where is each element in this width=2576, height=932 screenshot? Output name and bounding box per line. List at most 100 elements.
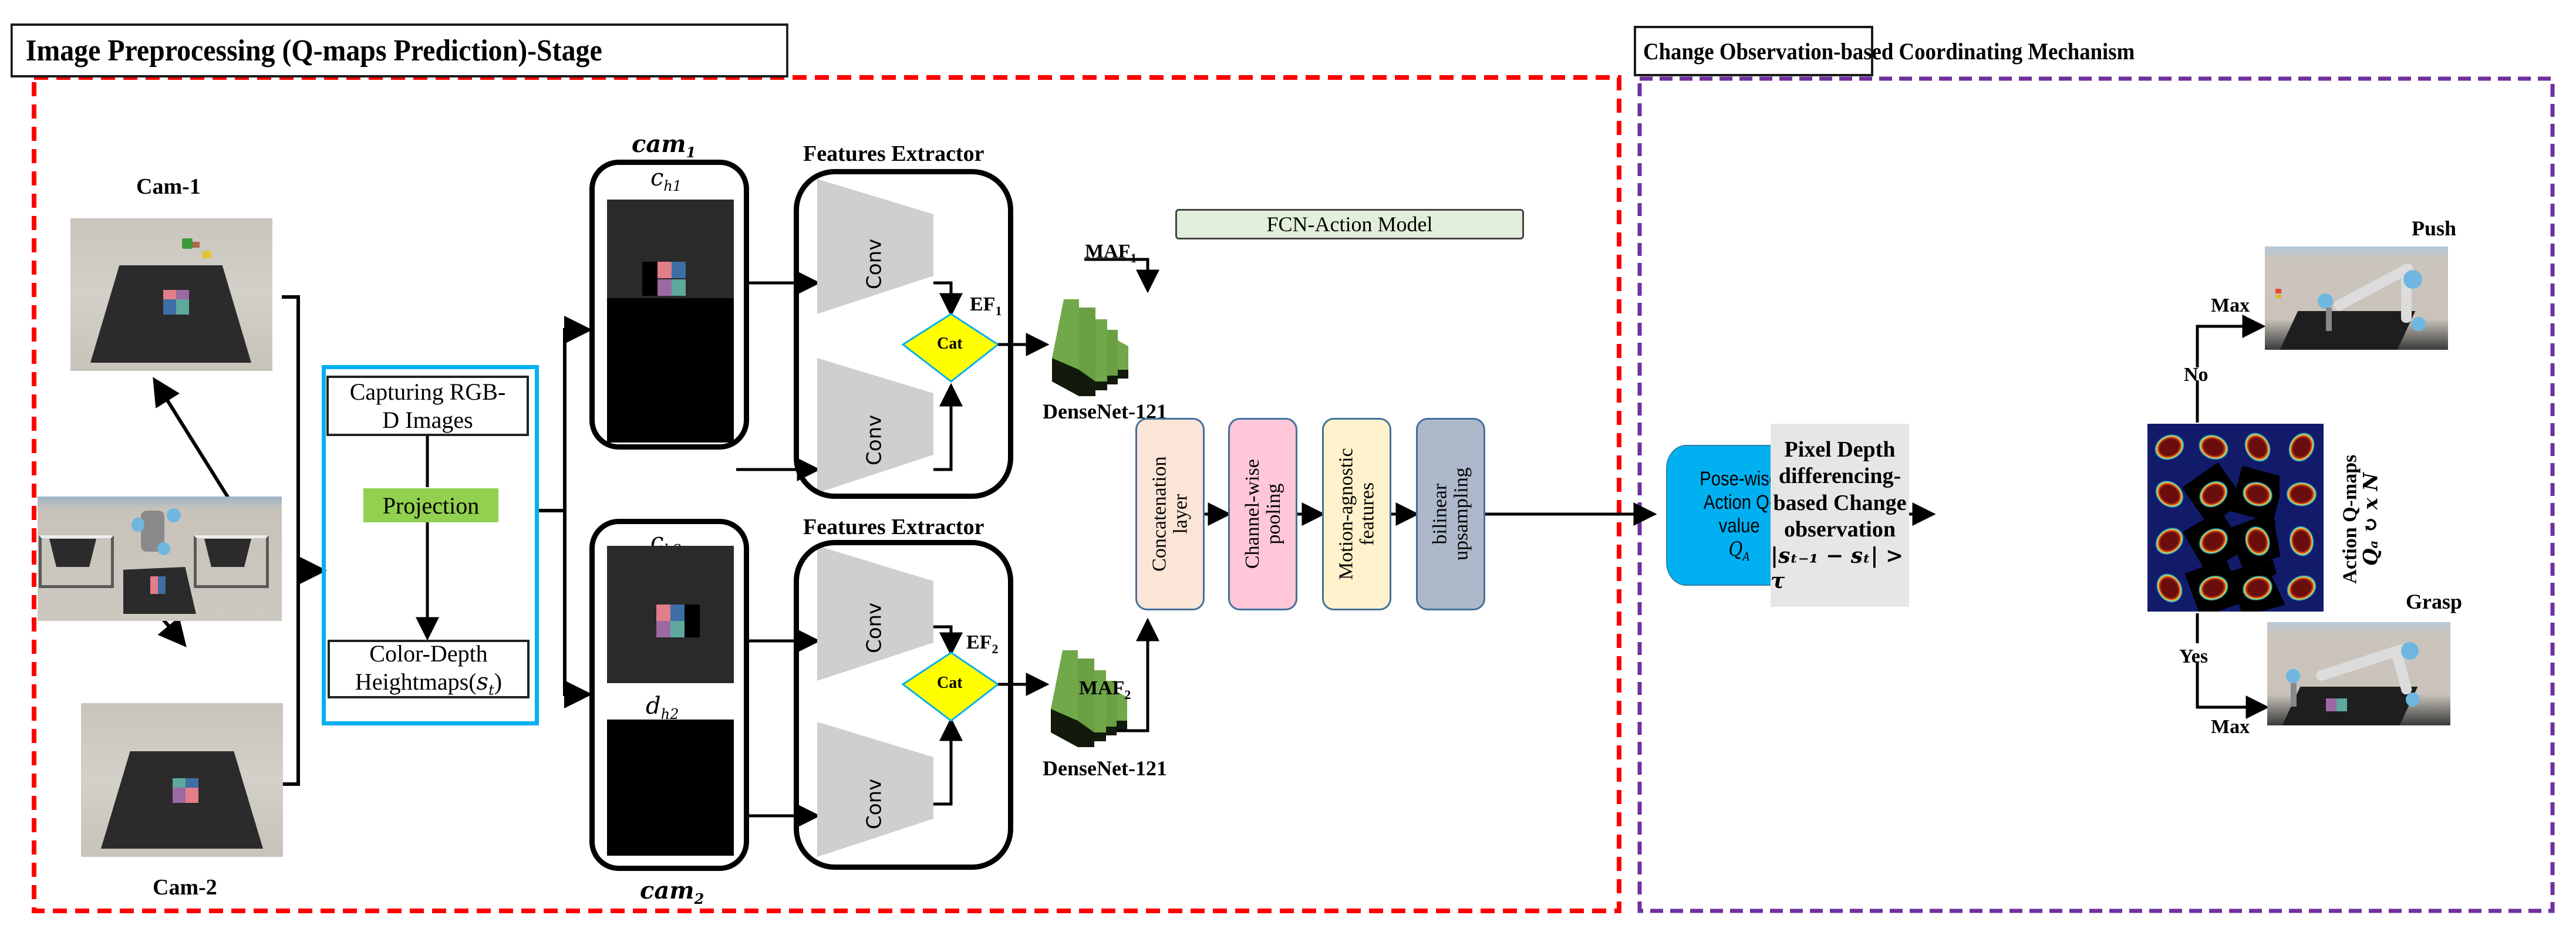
heightmaps-text: Heightmaps( (355, 668, 477, 695)
connector-cam2 (282, 570, 300, 786)
connector-to-cam1-group (563, 316, 592, 511)
densenet-2-label: DenseNet-121 (1043, 757, 1167, 780)
conv-2b-label: Conv (857, 769, 892, 839)
change-observation-box: Pixel Depth differencing- based Change o… (1771, 424, 1909, 607)
arrow-conv2a-cat (933, 625, 963, 656)
densenet-2-icon (1051, 650, 1127, 747)
qvalue-line-2: Action Q- (1703, 491, 1775, 514)
ch1-label: ch1 (650, 164, 682, 194)
conv-block-2a (817, 546, 933, 681)
change-line-1: Pixel Depth (1784, 437, 1896, 462)
stage-title-coordinating: Change Observation-based Coordinating Me… (1634, 26, 2135, 76)
heightmaps-line-2: Heightmaps(st) (355, 668, 502, 699)
push-robot-image (2265, 246, 2448, 350)
cam2-group-sub: 2 (694, 890, 704, 907)
maf2-sub: 2 (1124, 687, 1131, 702)
change-line-4: observation (1784, 517, 1896, 542)
maf1-sub: 1 (1130, 250, 1137, 265)
grasp-label: Grasp (2406, 590, 2463, 613)
capture-line-2: D Images (382, 406, 473, 433)
conv-1a-text: Conv (862, 238, 886, 290)
maf2-text: MAF (1079, 677, 1125, 699)
heightmaps-var: s (476, 668, 489, 695)
ef1-label: EF1 (970, 293, 1002, 319)
push-label: Push (2412, 217, 2457, 240)
features-extractor-1-box (794, 169, 1013, 499)
cat-1-label: Cat (937, 335, 963, 353)
max-top-label: Max (2211, 295, 2250, 316)
features-extractor-2-title: Features Extractor (803, 515, 984, 539)
conv-1b-text: Conv (862, 414, 886, 466)
connector-to-cam2-group (563, 511, 592, 708)
capture-rgbd-box: Capturing RGB- D Images (326, 376, 529, 436)
qvalue-line-3: value (1718, 514, 1760, 537)
maf2-label: MAF2 (1079, 677, 1131, 703)
connector-cam1 (282, 295, 300, 570)
cam1-group-name: cam (632, 130, 686, 158)
conv-block-1a (817, 179, 933, 314)
qvalue-q: Q (1728, 537, 1743, 561)
arrow-maf1-concat (1084, 258, 1159, 293)
upsampling-line-1: bilinear (1429, 484, 1451, 545)
upsampling-line-2: upsampling (1450, 467, 1472, 561)
heightmaps-sub: t (488, 681, 494, 698)
fcn-title: FCN-Action Model (1266, 212, 1433, 236)
conv-2b-text: Conv (862, 778, 886, 830)
arrow-conv1a-cat (933, 281, 963, 317)
concat-line-2: layer (1169, 494, 1192, 534)
cam2-group-name: cam (640, 877, 694, 904)
change-line-2: differencing- (1778, 464, 1901, 489)
ef1-text: EF (970, 293, 996, 315)
conv-1b-label: Conv (857, 405, 892, 475)
features-extractor-2-box (794, 540, 1013, 870)
conv-block-1b (817, 358, 933, 493)
arrow-scene-to-cam1 (153, 377, 234, 505)
dh2-symbol: d (646, 693, 661, 720)
ch2-heightmap-image (607, 546, 734, 683)
stage-title-preprocessing: Image Preprocessing (Q-maps Prediction)-… (11, 23, 788, 77)
dh2-label: dh2 (646, 693, 679, 722)
cam1-image (70, 218, 272, 371)
qmaps-formula: Qₐ ↻ x N (2359, 472, 2382, 566)
pooling-line-1: Channel-wise (1241, 459, 1263, 569)
grasp-robot-image (2267, 622, 2450, 725)
right-stage-border (1637, 76, 2555, 913)
cat-2-label: Cat (937, 674, 963, 692)
qvalue-symbol: QA (1728, 538, 1749, 563)
branch-yes-label: Yes (2179, 646, 2209, 667)
cam2-label: Cam-2 (153, 875, 217, 900)
cat-diamond-1 (901, 313, 1000, 383)
ef1-sub: 1 (995, 303, 1002, 318)
ch1-sub: h1 (663, 178, 682, 194)
overview-scene-image (38, 497, 282, 621)
cam1-label: Cam-1 (136, 174, 201, 199)
concat-line-1: Concatenation (1148, 456, 1171, 572)
max-bottom-label: Max (2211, 716, 2250, 738)
dh1-heightmap-image (607, 298, 734, 443)
pooling-line-2: pooling (1262, 484, 1284, 545)
conv-1a-label: Conv (857, 229, 892, 299)
cam2-group-label: cam2 (640, 877, 704, 907)
motion-line-1: Motion-agnostic (1335, 448, 1357, 580)
projection-label: Projection (382, 492, 480, 519)
ef2-text: EF (966, 632, 992, 653)
qvalue-line-1: Pose-wise (1700, 467, 1779, 490)
left-stage-border (32, 75, 1621, 913)
cat-diamond-2 (901, 651, 1000, 722)
ef2-sub: 2 (992, 641, 999, 656)
change-formula: |sₜ₋₁ − sₜ| > τ (1771, 543, 1904, 594)
ef2-label: EF2 (966, 632, 998, 657)
cam2-image (81, 703, 283, 857)
change-line-3: based Change (1773, 490, 1907, 515)
preprocessing-box (322, 365, 539, 725)
fcn-title-box: FCN-Action Model (1175, 209, 1524, 239)
projection-box: Projection (363, 488, 498, 522)
arrow-conv1b-cat (933, 383, 963, 471)
